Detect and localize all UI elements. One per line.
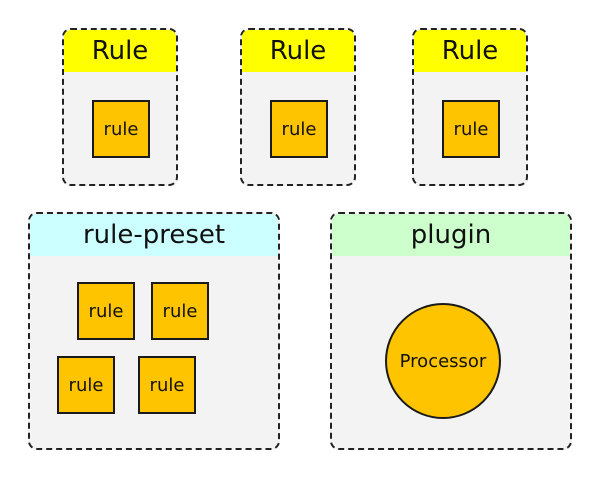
plugin-header: plugin [332,214,570,256]
rule-box: rule [270,100,328,158]
preset-rule-box: rule [77,282,135,340]
preset-rule-box: rule [57,356,115,414]
preset-rule-box: rule [138,356,196,414]
rule-preset-panel: rule-preset rule rule rule rule [28,212,280,450]
rule-panel: Rule rule [62,28,178,186]
plugin-panel: plugin Processor [330,212,572,450]
rule-box: rule [92,100,150,158]
rule-panel-header: Rule [414,30,526,72]
rule-panel: Rule rule [412,28,528,186]
rule-panel: Rule rule [240,28,356,186]
preset-rule-box: rule [151,282,209,340]
rule-panel-header: Rule [64,30,176,72]
rule-box: rule [442,100,500,158]
rule-preset-header: rule-preset [30,214,278,256]
rule-panel-header: Rule [242,30,354,72]
processor-circle: Processor [385,303,501,419]
